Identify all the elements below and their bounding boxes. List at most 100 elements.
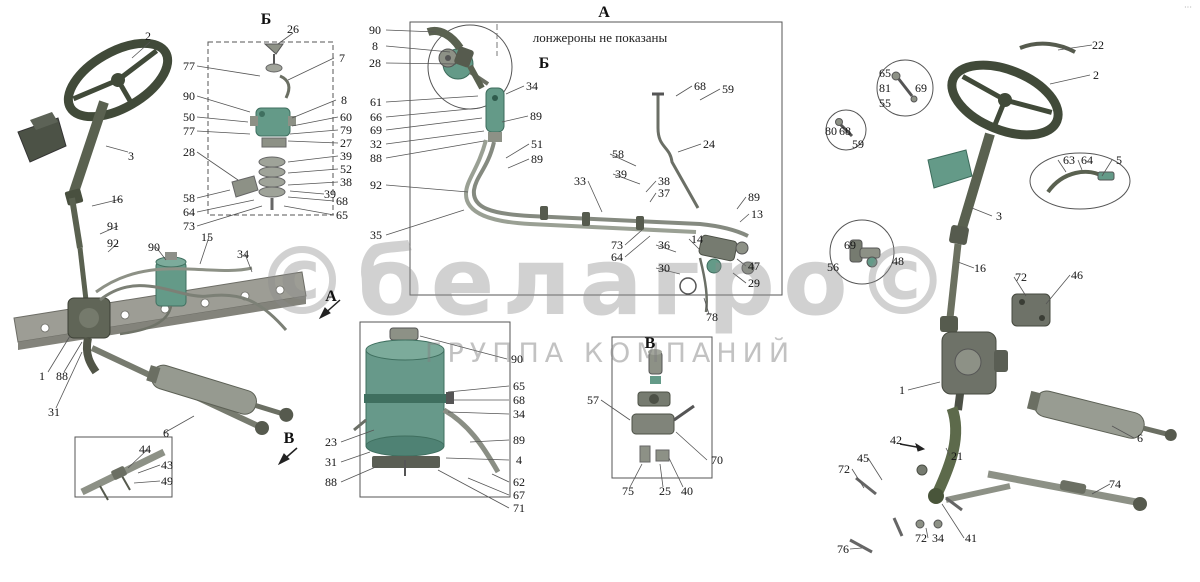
callout-59: 59 (722, 82, 734, 96)
leader-lines (47, 29, 1135, 550)
callout-50: 50 (183, 110, 195, 124)
callout-4: 4 (516, 453, 522, 467)
right-steering-gear (941, 331, 1008, 411)
callout-8: 8 (372, 39, 378, 53)
callout-21: 21 (951, 449, 963, 463)
callout-88: 88 (370, 151, 382, 165)
reservoir-detail (353, 327, 501, 476)
diagram-note: лонжероны не показаны (532, 30, 668, 45)
callout-79: 79 (340, 123, 352, 137)
callout-62: 62 (513, 475, 525, 489)
callout-51: 51 (531, 137, 543, 151)
callout-28: 28 (183, 145, 195, 159)
callout-67: 67 (513, 488, 525, 502)
detail-v-parts (631, 349, 695, 463)
callout-65: 65 (513, 379, 525, 393)
detail-circle-bolts-1 (876, 59, 934, 117)
callout-92: 92 (107, 236, 119, 250)
tie-rod-clamp-detail (80, 448, 166, 501)
detail-b-parts (231, 43, 296, 210)
callout-30: 30 (658, 261, 670, 275)
callout-44: 44 (139, 442, 151, 456)
callout-1: 1 (39, 369, 45, 383)
callout-3: 3 (996, 209, 1002, 223)
detail-frame-a (409, 21, 783, 296)
left-steering-column (64, 100, 109, 301)
section-label-А: А (325, 288, 337, 305)
corner-mark: ··· (1184, 3, 1192, 12)
detail-circle-bolts-2 (825, 109, 867, 151)
callout-38: 38 (658, 174, 670, 188)
detail-frame-b (207, 41, 334, 216)
callout-34: 34 (513, 407, 525, 421)
right-bracket (1011, 293, 1051, 327)
detail-a-parts (426, 27, 755, 313)
callout-71: 71 (513, 501, 525, 515)
callout-89: 89 (531, 152, 543, 166)
section-label-А: А (598, 4, 610, 21)
callout-27: 27 (340, 136, 352, 150)
callout-6: 6 (163, 426, 169, 440)
right-steering-wheel (947, 41, 1076, 140)
callout-33: 33 (574, 174, 586, 188)
right-pitman-arm (928, 406, 962, 504)
callout-35: 35 (370, 228, 382, 242)
callout-39: 39 (615, 167, 627, 181)
callout-26: 26 (287, 22, 299, 36)
callout-57: 57 (587, 393, 599, 407)
callout-41: 41 (965, 531, 977, 545)
detail-circle-ujoint (829, 219, 895, 285)
callout-58: 58 (612, 147, 624, 161)
callout-90: 90 (511, 352, 523, 366)
callout-64: 64 (611, 250, 623, 264)
callout-66: 66 (370, 110, 382, 124)
callout-88: 88 (325, 475, 337, 489)
callout-39: 39 (324, 187, 336, 201)
callout-89: 89 (530, 109, 542, 123)
callout-16: 16 (111, 192, 123, 206)
callout-37: 37 (658, 186, 670, 200)
detail-ellipse-hose (1029, 152, 1131, 210)
callout-16: 16 (974, 261, 986, 275)
callout-34: 34 (932, 531, 944, 545)
callout-43: 43 (161, 458, 173, 472)
callout-78: 78 (706, 310, 718, 324)
callout-46: 46 (1071, 268, 1083, 282)
callout-28: 28 (369, 56, 381, 70)
callout-42: 42 (890, 433, 902, 447)
callout-55: 55 (879, 96, 891, 110)
right-drag-link (945, 470, 1147, 511)
callout-80: 80 (825, 124, 837, 138)
callout-73: 73 (611, 238, 623, 252)
callout-34: 34 (526, 79, 538, 93)
callout-68: 68 (336, 194, 348, 208)
section-label-Б: Б (538, 55, 550, 72)
callout-49: 49 (161, 474, 173, 488)
callout-61: 61 (370, 95, 382, 109)
callout-72: 72 (1015, 270, 1027, 284)
callout-70: 70 (711, 453, 723, 467)
callout-69: 69 (844, 238, 856, 252)
callout-31: 31 (325, 455, 337, 469)
callout-64: 64 (183, 205, 195, 219)
callout-90: 90 (369, 23, 381, 37)
left-reservoir (155, 252, 187, 307)
callout-81: 81 (879, 81, 891, 95)
callout-65: 65 (336, 208, 348, 222)
callout-24: 24 (703, 137, 715, 151)
view-arrows (277, 299, 926, 466)
callout-29: 29 (748, 276, 760, 290)
callout-6: 6 (1137, 431, 1143, 445)
callout-1: 1 (899, 383, 905, 397)
callout-52: 52 (340, 162, 352, 176)
callout-74: 74 (1109, 477, 1121, 491)
callout-68: 68 (694, 79, 706, 93)
callout-3: 3 (128, 149, 134, 163)
callout-7: 7 (339, 51, 345, 65)
callout-34: 34 (237, 247, 249, 261)
callout-69: 69 (370, 123, 382, 137)
callout-59: 59 (852, 137, 864, 151)
callout-45: 45 (857, 451, 869, 465)
